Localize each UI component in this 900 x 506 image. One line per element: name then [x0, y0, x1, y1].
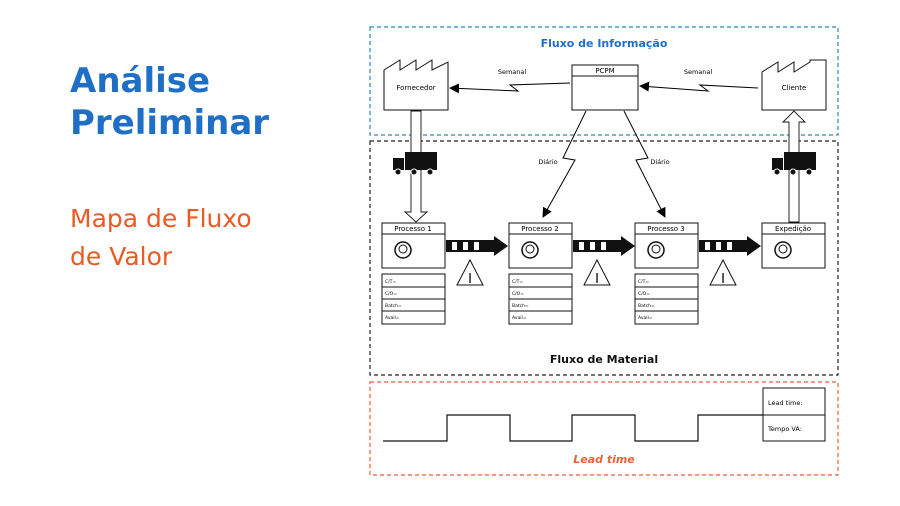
data-row: Batch= [638, 303, 655, 309]
process-box-1: Processo 1 [381, 222, 446, 269]
process-box-2: Processo 2 [508, 222, 573, 269]
lead-time-summary-box: Lead time: Tempo VA: [762, 387, 826, 442]
supplier-label: Fornecedor [396, 84, 435, 92]
data-row: C/T= [638, 279, 649, 285]
operator-icon [774, 241, 792, 259]
push-arrow-3 [699, 236, 761, 256]
data-row: Avail= [385, 315, 400, 321]
process-label-3: Processo 3 [647, 225, 685, 233]
daily-info-arrow-right [623, 110, 666, 218]
data-box-2: C/T= C/O= Batch= Avail= [508, 273, 573, 325]
daily-label-left: Diário [538, 158, 557, 166]
daily-label-right: Diário [650, 158, 669, 166]
slide-title-line2: Preliminar [70, 103, 270, 143]
lead-time-total-label: Lead time: [768, 399, 803, 407]
weekly-info-arrow-right [639, 81, 759, 92]
inventory-label: I [721, 272, 725, 287]
customer-label: Cliente [782, 84, 807, 92]
data-row: Batch= [512, 303, 529, 309]
process-box-3: Processo 3 [634, 222, 699, 269]
data-row: Avail= [512, 315, 527, 321]
push-arrow-1 [446, 236, 508, 256]
weekly-label-left: Semanal [498, 68, 527, 76]
lead-time-frame [369, 381, 839, 476]
slide-subtitle-line1: Mapa de Fluxo [70, 204, 252, 233]
operator-icon [394, 241, 412, 259]
pcpm-box [571, 64, 639, 111]
slide-subtitle-line2: de Valor [70, 242, 173, 271]
info-flow-frame [369, 26, 839, 136]
pcpm-label: PCPM [595, 67, 614, 75]
data-box-3: C/T= C/O= Batch= Avail= [634, 273, 699, 325]
daily-info-arrow-left [542, 110, 587, 218]
process-box-shipping: Expedição [761, 222, 826, 269]
data-row: C/O= [512, 291, 524, 297]
inventory-triangle-2: I [583, 258, 611, 287]
material-flow-frame [369, 140, 839, 376]
va-time-label: Tempo VA: [767, 425, 802, 433]
customer-factory-icon [761, 59, 827, 111]
inventory-label: I [595, 272, 599, 287]
data-row: C/T= [512, 279, 523, 285]
operator-icon [521, 241, 539, 259]
data-row: Avail= [638, 315, 653, 321]
slide-title: Análise Preliminar [70, 60, 269, 144]
inventory-label: I [468, 272, 472, 287]
material-flow-label: Fluxo de Material [550, 353, 658, 366]
inventory-triangle-1: I [456, 258, 484, 287]
process-label-shipping: Expedição [775, 225, 811, 233]
data-box-1: C/T= C/O= Batch= Avail= [381, 273, 446, 325]
weekly-info-arrow-left [449, 82, 571, 94]
data-row: C/T= [385, 279, 396, 285]
data-row: C/O= [385, 291, 397, 297]
lead-time-label: Lead time [573, 453, 635, 466]
inventory-triangle-3: I [709, 258, 737, 287]
process-label-1: Processo 1 [394, 225, 432, 233]
weekly-label-right: Semanal [684, 68, 713, 76]
slide-title-line1: Análise [70, 61, 211, 101]
push-arrow-2 [573, 236, 635, 256]
truck-icon-right [772, 152, 816, 176]
data-row: C/O= [638, 291, 650, 297]
supplier-factory-icon [383, 59, 449, 111]
lead-time-timeline [383, 414, 763, 442]
data-row: Batch= [385, 303, 402, 309]
truck-icon-left [393, 152, 437, 176]
info-flow-label: Fluxo de Informação [541, 37, 668, 50]
slide-subtitle: Mapa de Fluxo de Valor [70, 200, 252, 276]
process-label-2: Processo 2 [521, 225, 559, 233]
operator-icon [647, 241, 665, 259]
